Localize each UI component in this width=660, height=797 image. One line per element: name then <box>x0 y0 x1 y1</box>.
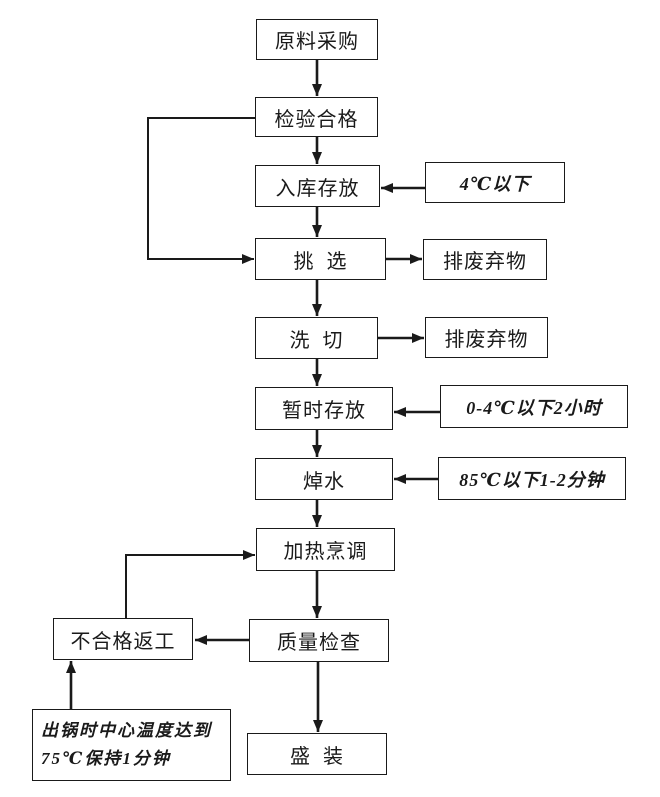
node-label: 挑 选 <box>293 250 348 273</box>
node-sorting: 挑 选 <box>255 238 386 280</box>
annotation-label: 0-4℃以下2小时 <box>466 397 602 418</box>
annotation-waste-discharge-2: 排废弃物 <box>425 317 548 358</box>
annotation-core-temperature: 出锅时中心温度达到 75℃保持1分钟 <box>32 709 231 781</box>
node-label: 洗 切 <box>289 329 344 352</box>
node-plating: 盛 装 <box>247 733 387 775</box>
arrow-rework-to-cooking <box>125 550 255 618</box>
node-inspection-passed: 检验合格 <box>255 97 378 137</box>
annotation-label-line1: 出锅时中心温度达到 <box>41 720 212 740</box>
node-raw-material-purchase: 原料采购 <box>256 19 378 60</box>
annotation-waste-discharge-1: 排废弃物 <box>423 239 547 280</box>
node-label: 入库存放 <box>275 177 360 200</box>
annotation-temp-hold-limit: 0-4℃以下2小时 <box>440 385 628 428</box>
node-heating-cooking: 加热烹调 <box>256 528 395 571</box>
node-label: 焯水 <box>303 470 345 493</box>
node-warehouse-storage: 入库存放 <box>255 165 380 207</box>
node-label: 原料采购 <box>275 31 359 53</box>
node-label: 质量检查 <box>277 632 361 654</box>
node-label: 检验合格 <box>274 108 359 131</box>
arrow-inspection-loop-to-sorting <box>147 117 255 264</box>
annotation-blanch-temp-time: 85℃以下1-2分钟 <box>438 457 626 500</box>
node-temporary-storage: 暂时存放 <box>255 387 393 430</box>
annotation-label: 排废弃物 <box>444 329 529 351</box>
node-label: 加热烹调 <box>283 541 368 563</box>
node-label: 暂时存放 <box>282 400 366 422</box>
annotation-label: 85℃以下1-2分钟 <box>459 469 605 490</box>
node-label: 盛 装 <box>290 745 344 768</box>
node-blanching: 焯水 <box>255 458 393 500</box>
node-washing-cutting: 洗 切 <box>255 317 378 359</box>
node-label: 不合格返工 <box>70 630 176 653</box>
node-rework-unqualified: 不合格返工 <box>53 618 193 660</box>
annotation-storage-temp: 4℃以下 <box>425 162 565 203</box>
node-quality-inspection: 质量检查 <box>249 619 389 662</box>
annotation-label: 排废弃物 <box>443 251 527 273</box>
annotation-label: 4℃以下 <box>459 173 531 194</box>
annotation-label-line2: 75℃保持1分钟 <box>41 749 171 768</box>
